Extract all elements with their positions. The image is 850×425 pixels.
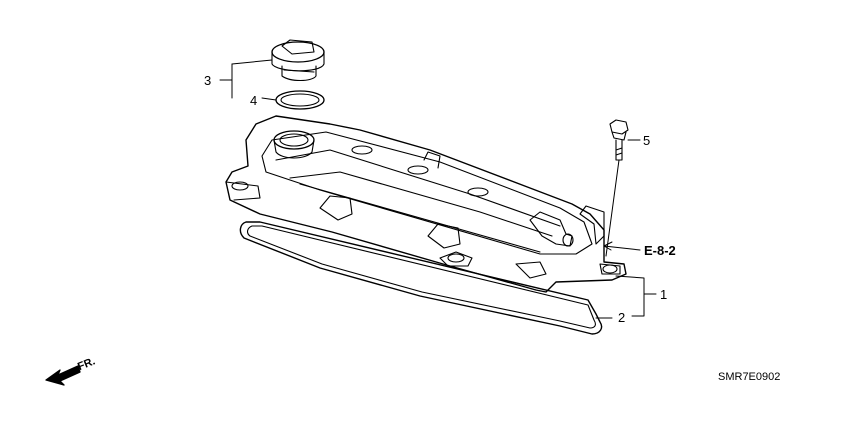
callout-3: 3 xyxy=(204,73,212,88)
callout-1: 1 xyxy=(660,287,668,302)
oil-filler-cap xyxy=(271,39,325,82)
leader-lines xyxy=(219,59,657,319)
callout-5: 5 xyxy=(643,133,651,148)
callout-2: 2 xyxy=(618,310,626,325)
callout-4: 4 xyxy=(250,93,258,108)
o-ring xyxy=(275,90,325,110)
section-reference: E-8-2 xyxy=(644,243,676,258)
cylinder-head-cover xyxy=(225,115,627,293)
diagram-code: SMR7E0902 xyxy=(718,371,781,383)
mounting-bolt xyxy=(609,119,629,161)
head-cover-gasket xyxy=(239,221,603,335)
front-direction-arrow-icon xyxy=(45,365,81,386)
